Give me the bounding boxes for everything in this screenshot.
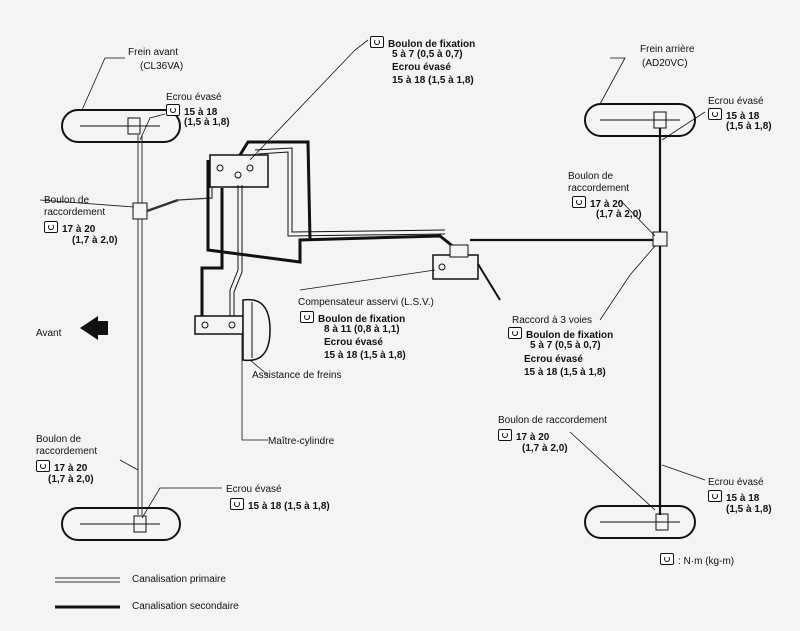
lsv-fix-bolt-title: Boulon de fixation xyxy=(318,314,406,325)
torque-wrench-icon xyxy=(708,108,722,120)
legend-lines xyxy=(55,577,120,609)
three-way-fix-bolt-value: 5 à 7 (0,5 à 0,7) xyxy=(530,340,601,351)
flare-nut-rear-top-kgm: (1,5 à 1,8) xyxy=(726,121,772,132)
flare-nut-rear-bottom-label: Ecrou évasé xyxy=(708,477,764,488)
flare-nut-front-top-torque: 15 à 18 xyxy=(166,104,217,119)
flare-nut-front-top-label: Ecrou évasé xyxy=(166,92,222,103)
front-bottom-conn-bolt-torque: 17 à 20 xyxy=(36,460,87,475)
torque-wrench-icon xyxy=(36,460,50,472)
front-brake-label: Frein avant xyxy=(128,47,179,58)
fix-bolt-top-label: Boulon de fixation xyxy=(370,36,475,51)
lsv-fix-bolt-value: 8 à 11 (0,8 à 1,1) xyxy=(324,324,400,335)
unit-legend: : N·m (kg-m) xyxy=(660,553,734,568)
front-direction-arrow-body xyxy=(96,321,108,335)
lsv-flare-nut-label: Ecrou évasé xyxy=(324,337,383,348)
torque-wrench-icon xyxy=(370,36,384,48)
three-way-fix-bolt-label: Boulon de fixation xyxy=(508,327,613,342)
flare-nut-rear-bottom-torque: 15 à 18 xyxy=(708,490,759,505)
torque-wrench-icon xyxy=(508,327,522,339)
front-bottom-conn-bolt-kgm: (1,7 à 2,0) xyxy=(48,474,94,485)
rear-conn-bolt-value: 17 à 20 xyxy=(590,199,624,210)
rear-conn-bolt-label-1: Boulon de xyxy=(568,171,614,182)
rear-brake-label: Frein arrière xyxy=(640,44,695,55)
three-way-flare-nut-value: 15 à 18 (1,5 à 1,8) xyxy=(524,367,606,378)
torque-wrench-icon xyxy=(498,429,512,441)
torque-wrench-icon xyxy=(230,498,244,510)
fix-bolt-top-title: Boulon de fixation xyxy=(388,39,476,50)
front-conn-bolt-torque: 17 à 20 xyxy=(44,221,95,236)
flare-nut-rear-top-label: Ecrou évasé xyxy=(708,96,764,107)
rear-bottom-conn-bolt-value: 17 à 20 xyxy=(516,432,550,443)
flare-nut-top-value: 15 à 18 (1,5 à 1,8) xyxy=(392,75,474,86)
torque-wrench-icon xyxy=(300,311,314,323)
flare-nut-rear-bottom-value: 15 à 18 xyxy=(726,493,760,504)
rear-bottom-conn-bolt-torque: 17 à 20 xyxy=(498,429,549,444)
torque-wrench-icon xyxy=(660,553,674,565)
rear-brake-model: (AD20VC) xyxy=(642,58,688,69)
torque-wrench-icon xyxy=(572,196,586,208)
front-conn-bolt-kgm: (1,7 à 2,0) xyxy=(72,235,118,246)
connection-block xyxy=(200,140,456,320)
front-right-brake xyxy=(61,507,181,541)
torque-wrench-icon xyxy=(44,221,58,233)
three-way-label: Raccord à 3 voies xyxy=(512,315,593,326)
front-bottom-conn-bolt-value: 17 à 20 xyxy=(54,463,88,474)
rear-bottom-conn-bolt-kgm: (1,7 à 2,0) xyxy=(522,443,568,454)
rear-bottom-conn-bolt-label: Boulon de raccordement xyxy=(498,415,607,426)
legend-secondary-label: Canalisation secondaire xyxy=(132,601,239,612)
front-conn-bolt-label-1: Boulon de xyxy=(44,195,90,206)
torque-wrench-icon xyxy=(166,104,180,116)
flare-nut-rear-top-torque: 15 à 18 xyxy=(708,108,759,123)
booster-label: Assistance de freins xyxy=(252,370,342,381)
master-cylinder xyxy=(194,315,244,335)
front-conn-bolt-value: 17 à 20 xyxy=(62,224,96,235)
brake-booster xyxy=(242,298,271,362)
three-way-fix-bolt-title: Boulon de fixation xyxy=(526,330,614,341)
front-bottom-conn-bolt-label-2: raccordement xyxy=(36,446,98,457)
lsv-flare-nut-value: 15 à 18 (1,5 à 1,8) xyxy=(324,350,406,361)
leader-lines xyxy=(39,39,706,519)
flare-nut-front-top-kgm: (1,5 à 1,8) xyxy=(184,117,230,128)
master-cylinder-label: Maître-cylindre xyxy=(268,436,335,447)
rear-right-brake xyxy=(584,505,696,539)
flare-nut-top-label: Ecrou évasé xyxy=(392,62,451,73)
three-way-flare-nut-label: Ecrou évasé xyxy=(524,354,583,365)
unit-legend-text: : N·m (kg-m) xyxy=(678,556,735,567)
flare-nut-rear-top-value: 15 à 18 xyxy=(726,111,760,122)
rear-brake-line xyxy=(470,128,668,515)
flare-nut-rear-bottom-kgm: (1,5 à 1,8) xyxy=(726,504,772,515)
front-direction-arrow-icon xyxy=(80,316,98,340)
legend-primary-label: Canalisation primaire xyxy=(132,574,226,585)
flare-nut-front-top-value: 15 à 18 xyxy=(184,107,218,118)
lsv-fix-bolt-label: Boulon de fixation xyxy=(300,311,405,326)
rear-conn-bolt-kgm: (1,7 à 2,0) xyxy=(596,209,642,220)
front-bottom-conn-bolt-label-1: Boulon de xyxy=(36,434,82,445)
avant-label: Avant xyxy=(36,328,62,339)
torque-wrench-icon xyxy=(708,490,722,502)
lsv-valve xyxy=(432,244,501,301)
flare-nut-front-bottom-value: 15 à 18 (1,5 à 1,8) xyxy=(248,501,330,512)
rear-left-brake xyxy=(584,103,696,137)
rear-conn-bolt-label-2: raccordement xyxy=(568,183,630,194)
flare-nut-front-bottom-label: Ecrou évasé xyxy=(226,484,282,495)
front-conn-bolt-label-2: raccordement xyxy=(44,207,106,218)
lsv-label: Compensateur asservi (L.S.V.) xyxy=(298,297,434,308)
front-brake-model: (CL36VA) xyxy=(140,61,184,72)
flare-nut-front-bottom-torque: 15 à 18 (1,5 à 1,8) xyxy=(230,498,330,513)
fix-bolt-top-value: 5 à 7 (0,5 à 0,7) xyxy=(392,49,463,60)
rear-conn-bolt-torque: 17 à 20 xyxy=(572,196,623,211)
